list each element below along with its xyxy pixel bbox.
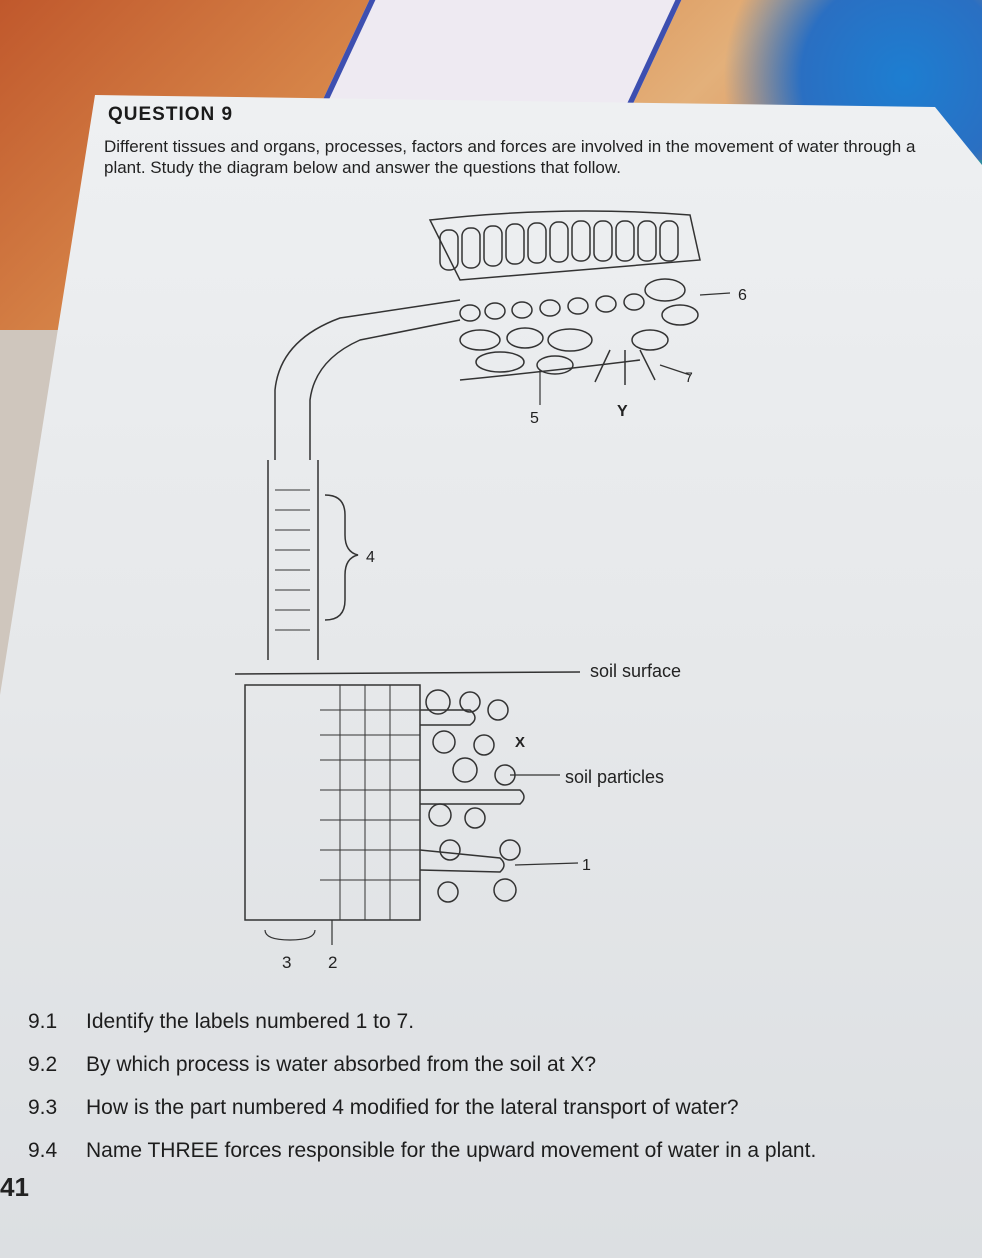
question-text: How is the part numbered 4 modified for … <box>86 1096 739 1119</box>
label-4: 4 <box>366 549 375 566</box>
root-outline <box>244 684 421 921</box>
root-hair-3 <box>419 849 505 873</box>
question-number: 9.1 <box>28 1010 58 1033</box>
label-2: 2 <box>328 953 337 972</box>
label-x: X <box>515 734 525 751</box>
upper-epidermis <box>428 210 701 281</box>
question-item: 9.1 Identify the labels numbered 1 to 7. <box>28 1010 414 1034</box>
page-number: 41 <box>0 1172 29 1202</box>
root-section <box>244 684 525 921</box>
spongy-mesophyll <box>459 278 699 375</box>
root-hair-1 <box>420 709 476 726</box>
plant-water-transport-diagram: 6 7 5 Y 4 soil surface X soil particles … <box>234 210 747 972</box>
leaf-cross-section <box>428 210 731 405</box>
root-hair-2 <box>420 789 525 805</box>
label-soil-surface: soil surface <box>590 661 681 681</box>
bracket-4 <box>324 494 359 621</box>
stem-xylem-outer <box>274 299 461 460</box>
palisade-cells <box>439 220 679 271</box>
soil-surface-line <box>234 671 581 675</box>
stem-xylem-inner <box>309 319 461 460</box>
question-item: 9.4 Name THREE forces responsible for th… <box>28 1139 816 1163</box>
transpiration-arrows <box>594 349 656 385</box>
label-7: 7 <box>685 369 693 385</box>
label-y: Y <box>617 403 628 420</box>
stem-vascular-tissue <box>267 299 461 660</box>
label-6: 6 <box>738 287 747 304</box>
question-text: Name THREE forces responsible for the up… <box>86 1139 817 1162</box>
question-number: 9.2 <box>28 1053 58 1076</box>
worksheet-page <box>0 95 982 1258</box>
question-title: QUESTION 9 <box>108 104 234 125</box>
question-text: By which process is water absorbed from … <box>86 1053 597 1076</box>
question-number: 9.4 <box>28 1139 58 1162</box>
label-1: 1 <box>582 857 591 874</box>
label-5: 5 <box>530 410 539 427</box>
vascular-bundle-row <box>459 293 645 322</box>
question-intro: Different tissues and organs, processes,… <box>104 137 916 177</box>
label-3: 3 <box>282 953 291 972</box>
label-soil-particles: soil particles <box>565 767 664 787</box>
question-item: 9.2 By which process is water absorbed f… <box>28 1053 596 1077</box>
question-text: Identify the labels numbered 1 to 7. <box>86 1010 415 1033</box>
root-cortex-cells <box>320 685 420 920</box>
label-leader-lines <box>264 774 579 945</box>
stem-xylem-pattern <box>275 489 310 631</box>
question-number: 9.3 <box>28 1096 58 1119</box>
question-item: 9.3 How is the part numbered 4 modified … <box>28 1096 739 1120</box>
lower-epidermis <box>459 359 641 381</box>
soil-particles-group <box>425 689 521 903</box>
